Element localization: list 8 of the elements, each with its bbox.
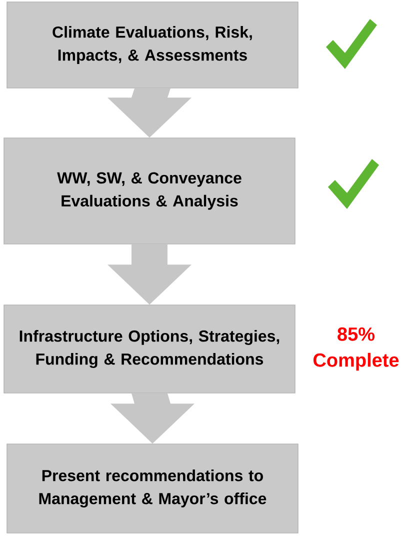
block-arrow	[108, 244, 192, 305]
status-text: 85% Complete	[314, 327, 399, 371]
block-arrow	[108, 88, 192, 138]
process-box: WW, SW, & Conveyance Evaluations & Analysis	[4, 138, 296, 244]
block-arrow	[110, 393, 194, 444]
process-box: Present recommendations to Management & Mayor’s office	[6, 444, 298, 534]
process-box: Infrastructure Options, Strategies, Funding & Recommendations	[4, 304, 296, 394]
process-box: Climate Evaluations, Risk, Impacts, & Assessments	[6, 2, 298, 88]
